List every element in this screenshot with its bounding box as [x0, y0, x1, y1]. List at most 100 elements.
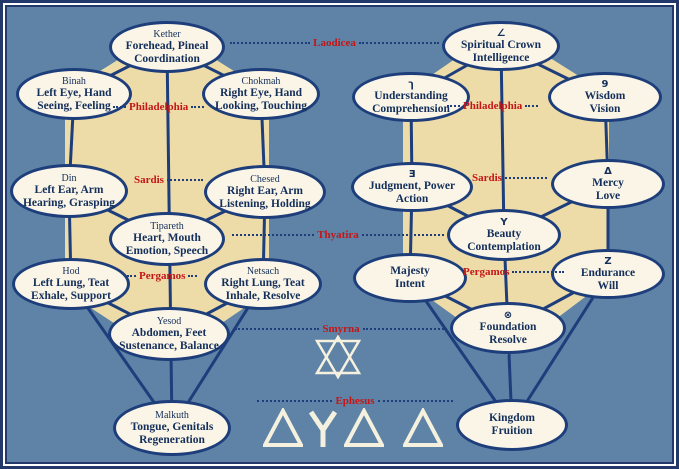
node-line: Intent — [394, 278, 426, 290]
sephira-beauty: Y Beauty Contemplation — [447, 209, 561, 261]
node-line: Listening, Holding — [219, 197, 311, 210]
node-line: Judgment, Power — [368, 179, 456, 192]
sephira-kingdom: Kingdom Fruition — [456, 399, 568, 451]
triangle-icon — [263, 408, 303, 447]
node-line: Majesty — [390, 265, 430, 278]
node-line: Love — [595, 189, 621, 202]
sephira-yesod: Yesod Abdomen, Feet Sustenance, Balance — [108, 307, 230, 361]
sephira-malkuth: Malkuth Tongue, Genitals Regeneration — [113, 400, 231, 456]
sephira-chesed: Chesed Right Ear, Arm Listening, Holding — [204, 165, 326, 219]
y-glyph-icon — [308, 410, 338, 447]
church-label-smyrna: Smyrna — [233, 322, 449, 335]
node-title: Malkuth — [155, 409, 189, 421]
church-name: Pergamos — [463, 265, 510, 278]
node-line: Seeing, Feeling — [37, 99, 111, 112]
node-line: Left Ear, Arm — [34, 183, 104, 196]
dotted-leader — [166, 178, 203, 181]
tree-of-life-diagram: Kether Forehead, Pineal Coordination Bin… — [5, 5, 674, 464]
dotted-leader — [188, 274, 198, 277]
church-label-pergamos-left: Pergamos — [125, 269, 213, 282]
paleo-letter-glyph: Z — [604, 255, 612, 267]
triangle-icon — [344, 408, 384, 447]
node-line: Vision — [589, 102, 621, 115]
church-label-laodicea: Laodicea — [228, 36, 441, 49]
node-line: Tongue, Genitals — [130, 420, 214, 433]
paleo-letter-glyph: Y — [500, 216, 508, 228]
dotted-leader — [232, 233, 315, 236]
dotted-leader — [235, 327, 320, 330]
node-line: Foundation — [479, 320, 537, 333]
node-line: Emotion, Speech — [125, 244, 209, 257]
node-line: Understanding — [374, 89, 448, 102]
church-name: Laodicea — [313, 36, 356, 49]
node-line: Inhale, Resolve — [225, 289, 301, 302]
sephira-chokmah: Chokmah Right Eye, Hand Looking, Touchin… — [202, 68, 320, 120]
dotted-leader — [358, 41, 439, 44]
church-name: Sardis — [134, 173, 164, 186]
dotted-leader — [113, 105, 126, 108]
node-line: Heart, Mouth — [133, 231, 201, 244]
node-line: Right Eye, Hand — [219, 86, 303, 99]
church-name: Ephesus — [335, 394, 375, 407]
sephira-tipareth: Tipareth Heart, Mouth Emotion, Speech — [109, 212, 225, 266]
dotted-leader — [257, 399, 333, 402]
node-title: Tipareth — [150, 220, 184, 232]
dotted-leader — [447, 104, 460, 107]
node-line: Spiritual Crown — [461, 38, 541, 51]
node-title: Binah — [62, 75, 86, 87]
node-line: Wisdom — [584, 89, 626, 102]
church-label-philadelphia-left: Philadelphia — [111, 100, 223, 113]
node-line: Contemplation — [467, 240, 541, 253]
church-name: Philadelphia — [463, 99, 523, 112]
node-line: Right Ear, Arm — [227, 184, 303, 197]
church-label-philadelphia-right: Philadelphia — [445, 99, 561, 112]
node-line: Exhale, Support — [31, 289, 111, 302]
node-line: Sustenance, Balance — [119, 339, 219, 352]
node-line: Hearing, Grasping — [22, 196, 115, 209]
sephira-foundation: ⊗ Foundation Resolve — [450, 302, 566, 354]
church-label-sardis-left: Sardis — [133, 173, 205, 186]
node-title: Din — [61, 172, 77, 184]
church-label-pergamos-right: Pergamos — [462, 265, 566, 278]
church-label-thyatira: Thyatira — [230, 228, 446, 241]
church-name: Sardis — [472, 171, 502, 184]
church-label-sardis-right: Sardis — [471, 171, 549, 184]
dotted-leader — [361, 233, 444, 236]
node-title: Kether — [153, 28, 181, 40]
node-line: Fruition — [491, 425, 533, 437]
paleo-letter-glyph: 9 — [601, 78, 609, 90]
node-title: Yesod — [156, 315, 182, 327]
node-line: Left Eye, Hand — [36, 86, 112, 99]
sephira-din: Din Left Ear, Arm Hearing, Grasping — [10, 164, 128, 218]
sephira-majesty: Majesty Intent — [353, 253, 467, 303]
node-line: Right Lung, Teat — [221, 276, 305, 289]
church-name: Smyrna — [322, 322, 360, 335]
node-line: Endurance — [580, 266, 636, 279]
church-name: Pergamos — [139, 269, 186, 282]
paleo-letter-glyph: ∠ — [496, 27, 506, 39]
node-line: Comprehension — [372, 102, 450, 115]
dotted-leader — [127, 274, 136, 277]
node-line: Regeneration — [139, 433, 205, 446]
node-title: Netsach — [246, 265, 280, 277]
sephira-mercy: Δ Mercy Love — [551, 159, 665, 209]
paleo-letter-glyph: ⊗ — [503, 309, 513, 321]
sephira-judgment: Ǝ Judgment, Power Action — [351, 162, 473, 212]
sephira-binah: Binah Left Eye, Hand Seeing, Feeling — [16, 68, 132, 120]
paleo-letter-glyph: Δ — [604, 165, 612, 177]
sephira-spiritual-crown: ∠ Spiritual Crown Intelligence — [442, 21, 560, 71]
dotted-leader — [525, 104, 539, 107]
sephira-hod: Hod Left Lung, Teat Exhale, Support — [12, 258, 130, 310]
node-line: Resolve — [489, 333, 527, 346]
node-title: Chokmah — [241, 75, 281, 87]
dotted-leader — [230, 41, 311, 44]
dotted-leader — [362, 327, 447, 330]
dotted-leader — [377, 399, 454, 402]
star-of-david-icon — [314, 334, 362, 380]
node-line: Abdomen, Feet — [131, 326, 207, 339]
church-name: Philadelphia — [129, 100, 189, 113]
dotted-leader — [504, 176, 547, 179]
dotted-leader — [512, 270, 564, 273]
sephira-wisdom: 9 Wisdom Vision — [548, 72, 662, 122]
